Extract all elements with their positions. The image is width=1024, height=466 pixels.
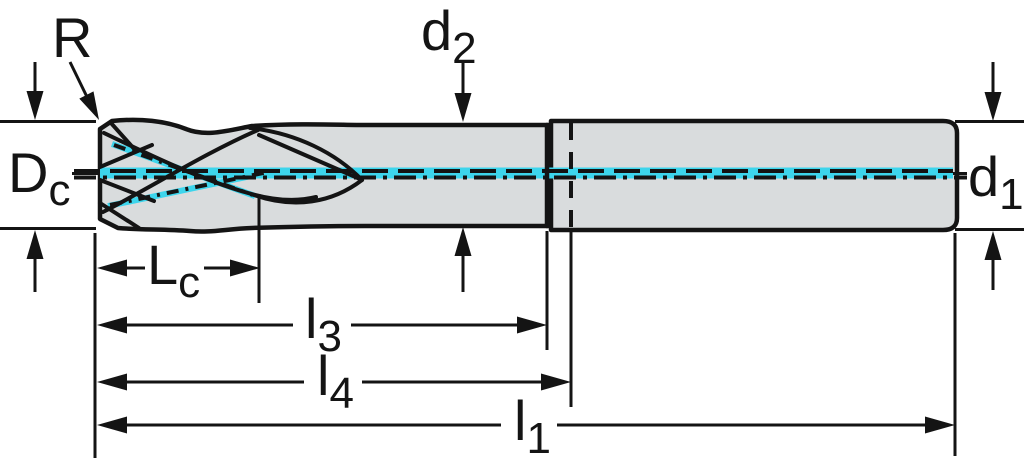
body-detail-lines	[544, 122, 573, 229]
label-corner-radius: R	[52, 6, 92, 69]
l4-arrow-right	[541, 373, 571, 391]
label-cutting-diameter: Dc	[8, 141, 70, 215]
tip-facet-upper	[109, 121, 138, 153]
label-cutting-length: Lc	[147, 233, 200, 307]
tip-gash-lower	[98, 178, 156, 203]
label-l4: l4	[317, 344, 354, 418]
dimension-labels: R Dc d2 d1 Lc l3 l4 l1	[8, 0, 1024, 463]
label-l3: l3	[305, 287, 342, 361]
flute-runout-upper	[248, 126, 364, 182]
l3-arrow-right	[517, 316, 547, 334]
length-dimensions	[97, 259, 955, 434]
lc-arrow-right	[230, 259, 260, 277]
l1-arrow-left	[97, 416, 127, 434]
dc-arrow-top-head	[26, 91, 44, 120]
tip-gash-upper	[98, 143, 154, 169]
radius-leader-head	[79, 91, 99, 120]
dc-arrow-bottom-head	[26, 230, 44, 259]
flute-runout-lower	[252, 178, 364, 205]
flute-edge-rising	[101, 128, 260, 214]
extension-lines	[0, 120, 1024, 458]
radius-leader-shaft	[68, 61, 90, 100]
flutes	[98, 121, 364, 230]
d1-arrow-top-head	[984, 92, 1002, 121]
diameter-arrows	[26, 61, 1002, 292]
l1-arrow-right	[925, 416, 955, 434]
l3-arrow-left	[97, 316, 127, 334]
flute-runout-chord	[257, 133, 362, 181]
label-l1: l1	[514, 389, 551, 463]
label-shank-diameter: d1	[968, 145, 1024, 219]
tip-facet-lower	[98, 201, 141, 230]
label-neck-diameter: d2	[421, 0, 477, 73]
d2-arrow-bottom-head	[454, 227, 472, 256]
d1-arrow-bottom-head	[984, 231, 1002, 260]
d2-arrow-top-head	[454, 93, 472, 122]
lc-arrow-left	[97, 259, 127, 277]
l4-arrow-left	[97, 373, 127, 391]
